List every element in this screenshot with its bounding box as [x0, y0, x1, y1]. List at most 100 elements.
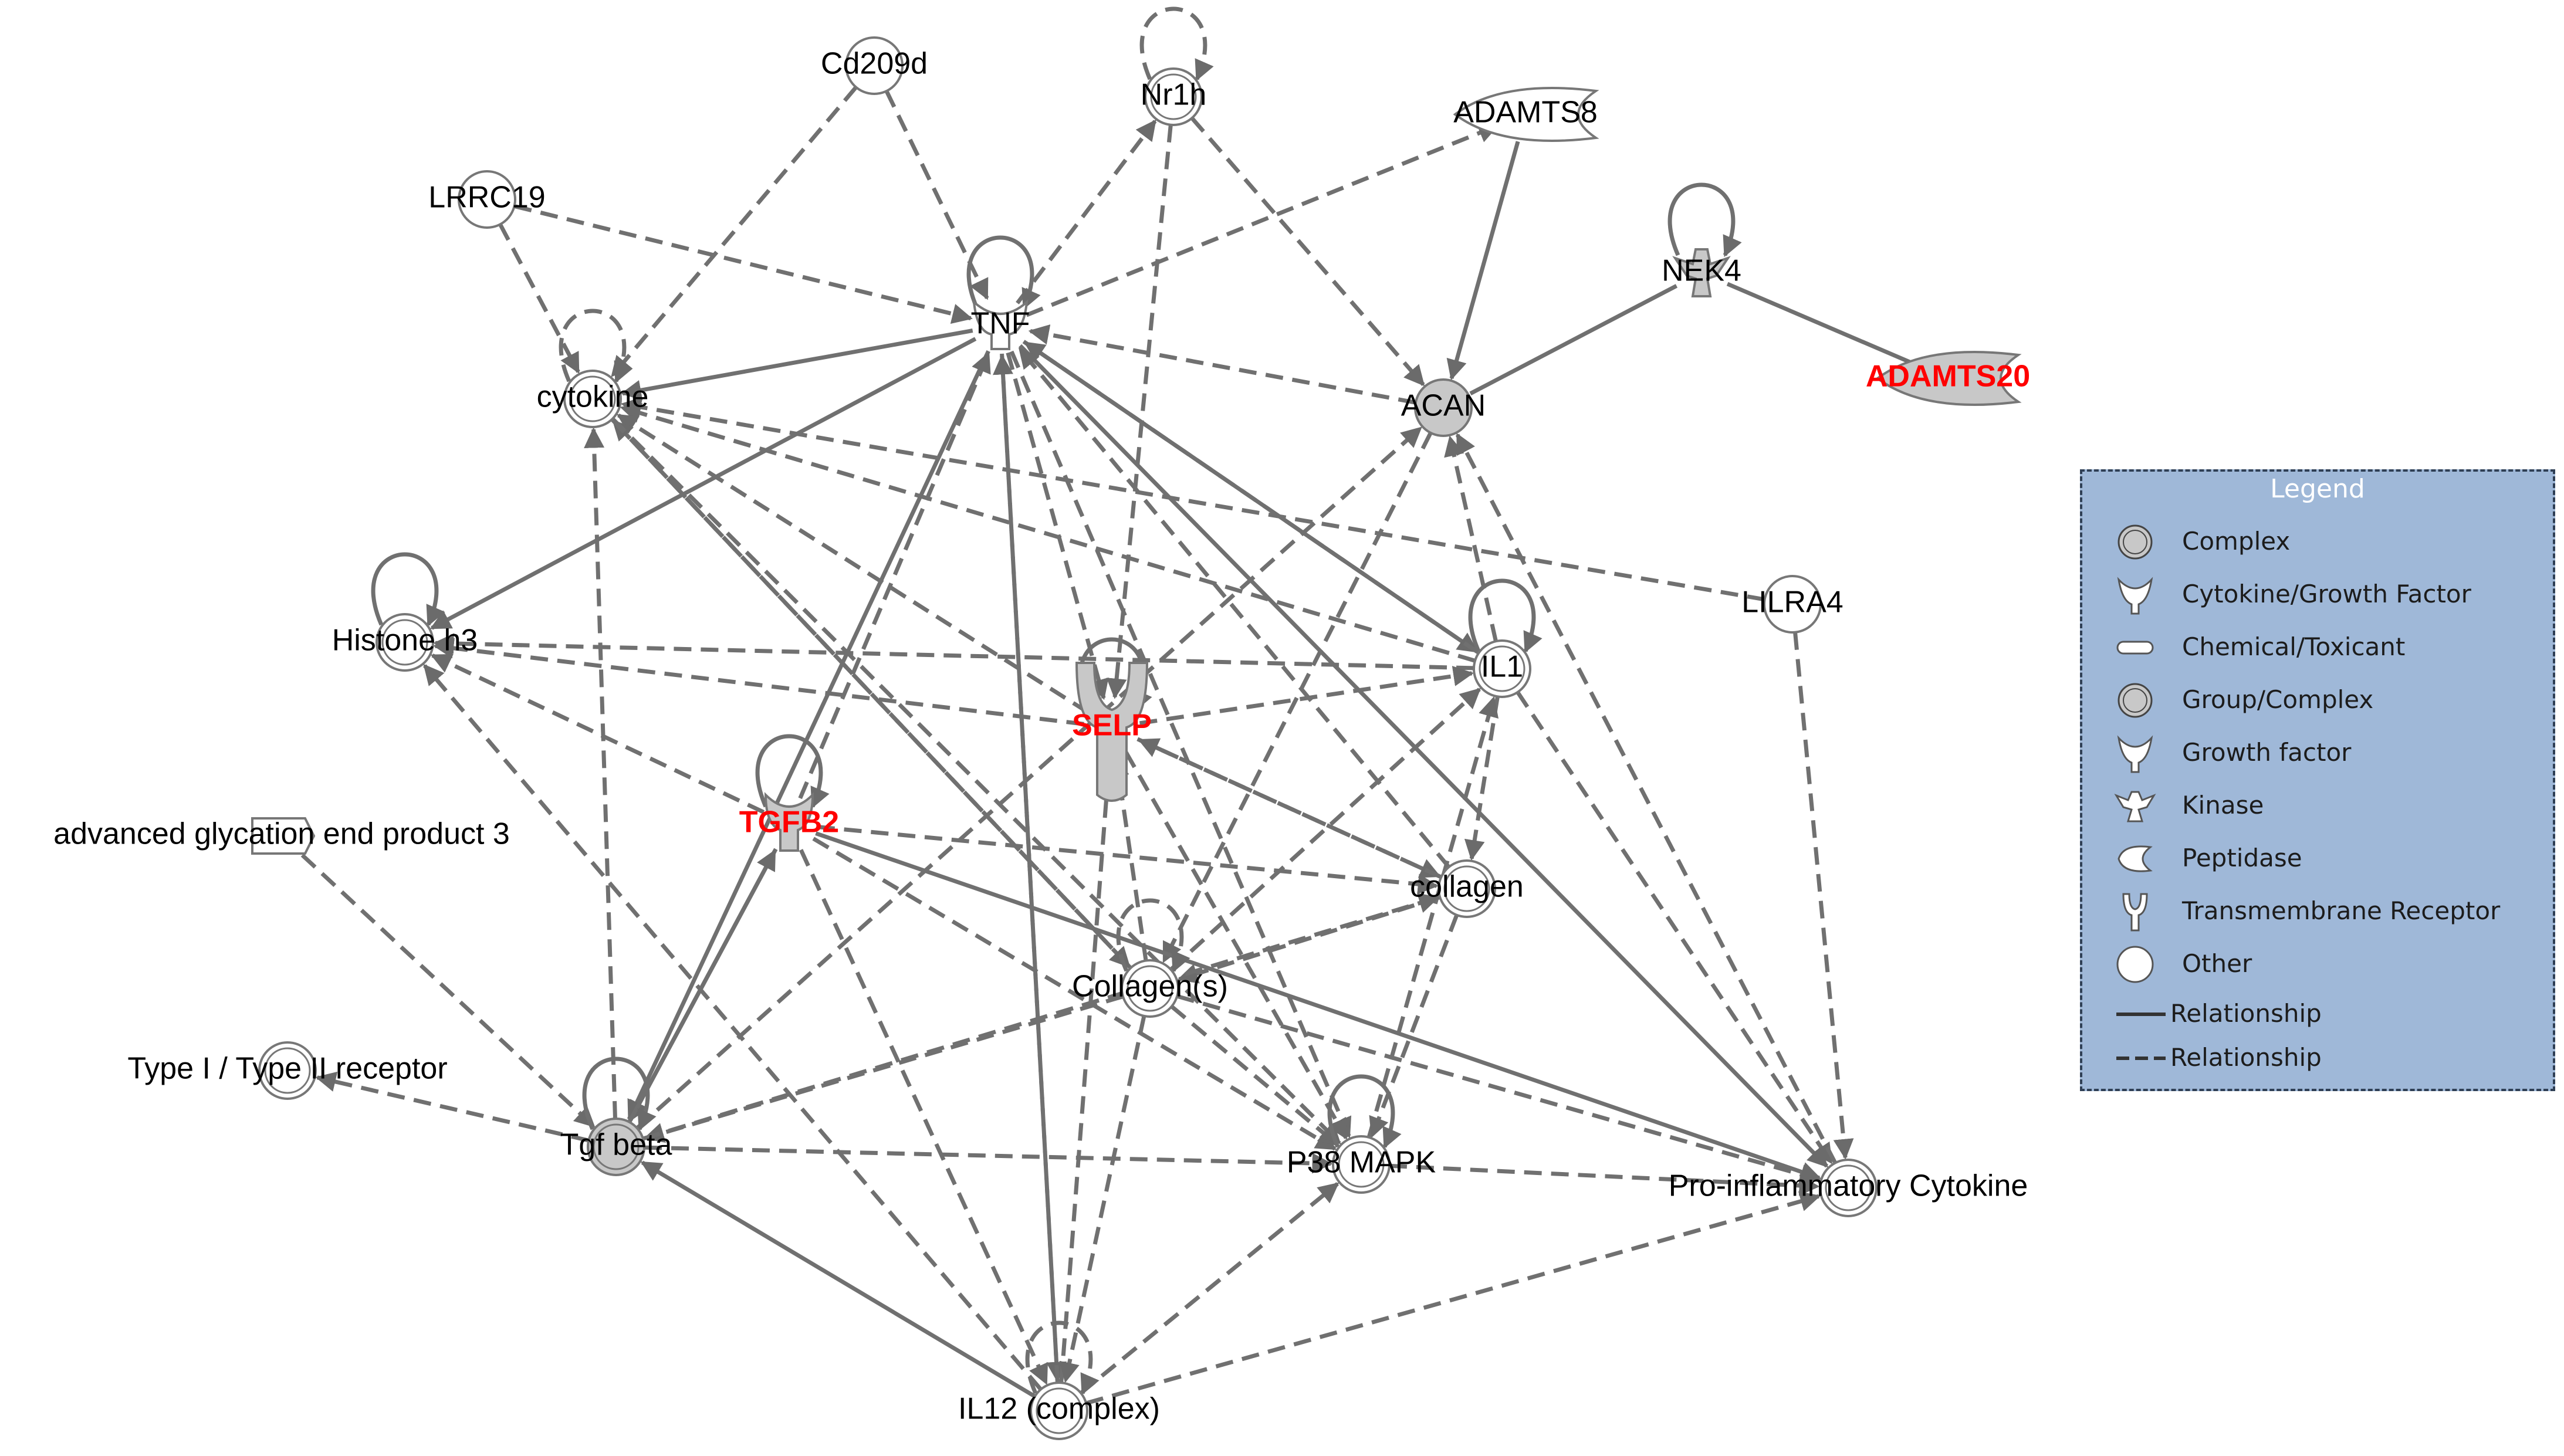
edge-tgfb2-proinfl	[815, 831, 1822, 1182]
legend-item-label: Group/Complex	[2182, 685, 2374, 714]
edge-tnf-proinfl	[1019, 344, 1829, 1168]
edge-tgfbeta-cytokine	[584, 427, 617, 1119]
edge-selp-il1	[1139, 666, 1474, 726]
edge-age3-tgfbeta	[300, 854, 596, 1128]
edge-il12-tnf	[993, 354, 1060, 1383]
legend-panel: Legend Complex Cytokine/Growth Factor Ch…	[2080, 469, 2555, 1091]
legend-item-label: Complex	[2182, 527, 2291, 556]
edge-il1-histone	[433, 633, 1474, 671]
legend-item-transmembrane-receptor: Transmembrane Receptor	[2082, 888, 2553, 935]
node-label-il1: IL1	[1481, 650, 1523, 684]
node-cd209d[interactable]	[845, 36, 904, 95]
legend-item-label: Kinase	[2182, 791, 2264, 820]
node-tnf[interactable]	[972, 299, 1029, 350]
self-loop-nek4	[1667, 182, 1742, 258]
other-icon	[2116, 946, 2154, 983]
node-label-tgfb2: TGFB2	[739, 805, 839, 839]
node-collagen[interactable]	[1437, 859, 1496, 918]
edge-tgfb2-p38	[812, 837, 1337, 1151]
legend-relationship-dashed: Relationship	[2082, 1035, 2553, 1082]
edge-tgfb2-tnf	[798, 351, 991, 800]
complex-icon	[2118, 524, 2153, 560]
peptidase-icon	[2118, 845, 2153, 872]
edge-tnf-selp	[1006, 352, 1109, 700]
edge-il1-collagen	[1464, 696, 1500, 861]
edge-collagens-il12	[1059, 1015, 1146, 1383]
edge-selp-p38	[1124, 750, 1348, 1140]
node-il1[interactable]	[1473, 639, 1531, 698]
node-cytokine[interactable]	[563, 370, 622, 428]
self-loop-nr1h	[1139, 6, 1214, 82]
edge-tnf-histone	[429, 337, 977, 630]
node-label-collagen: collagen	[1410, 870, 1524, 904]
node-proinfl[interactable]	[1819, 1159, 1878, 1217]
self-loop-tgfbeta	[582, 1057, 657, 1132]
node-label-histone: Histone h3	[332, 624, 478, 658]
edge-collagen-selp	[1138, 738, 1442, 879]
edge-tnf-p38	[1009, 350, 1352, 1139]
edge-acan-collagens	[1162, 432, 1433, 963]
edge-collagen-tnf	[1018, 347, 1451, 869]
node-collagens[interactable]	[1121, 959, 1179, 1018]
node-label-il12: IL12 (complex)	[958, 1392, 1160, 1426]
edge-tnf-tgfbeta	[627, 350, 990, 1122]
edge-lrrc19-cytokine	[498, 223, 580, 374]
edge-il1-cytokine	[620, 402, 1476, 663]
node-tgfb2[interactable]	[764, 792, 814, 852]
edge-il12-histone	[423, 663, 1043, 1391]
legend-item-other: Other	[2082, 941, 2553, 988]
node-histone[interactable]	[376, 613, 434, 672]
edge-tgfb2-collagen	[817, 825, 1439, 895]
edge-tgfb2-il12	[799, 849, 1048, 1385]
node-nr1h[interactable]	[1144, 67, 1203, 126]
node-label-adamts20: ADAMTS20	[1866, 360, 2030, 394]
edge-tgfbeta-type12	[315, 1071, 590, 1143]
legend-item-chemical-toxicant: Chemical/Toxicant	[2082, 624, 2553, 671]
node-p38[interactable]	[1332, 1135, 1391, 1194]
node-label-age3: advanced glycation end product 3	[53, 817, 510, 851]
node-lilra4[interactable]	[1763, 575, 1822, 634]
node-label-cytokine: cytokine	[537, 380, 649, 414]
kinase-icon	[2114, 791, 2156, 822]
edge-tgfbeta-collagen	[642, 893, 1440, 1141]
edge-adamts8-acan	[1446, 141, 1520, 381]
edge-tnf-nr1h	[1016, 119, 1157, 304]
edge-acan-tnf	[1028, 324, 1416, 405]
legend-item-label: Chemical/Toxicant	[2182, 632, 2406, 661]
node-label-lilra4: LILRA4	[1741, 585, 1843, 619]
edge-tgfb2-histone	[430, 653, 765, 814]
group-complex-icon	[2118, 683, 2153, 718]
self-loop-il12	[1025, 1320, 1100, 1396]
transmembrane-receptor-icon	[2122, 893, 2148, 932]
node-il12[interactable]	[1030, 1381, 1088, 1440]
node-type12[interactable]	[258, 1041, 317, 1100]
edge-cd209d-cytokine	[610, 86, 858, 377]
node-age3[interactable]	[251, 817, 316, 855]
node-label-selp: SELP	[1072, 709, 1152, 743]
edge-collagens-p38	[1170, 1005, 1339, 1147]
cytokine-growth-factor-icon	[2117, 577, 2153, 615]
edge-il12-tgfbeta	[640, 1160, 1036, 1399]
node-label-p38: P38 MAPK	[1287, 1146, 1436, 1180]
node-nek4[interactable]	[1672, 248, 1731, 297]
node-label-nek4: NEK4	[1662, 254, 1741, 288]
legend-relationship-solid: Relationship	[2082, 991, 2553, 1038]
legend-item-label: Other	[2182, 949, 2252, 978]
self-loop-cytokine	[559, 309, 633, 384]
legend-item-peptidase: Peptidase	[2082, 835, 2553, 882]
self-loop-tnf	[966, 235, 1041, 310]
edge-il1-tnf	[1024, 341, 1480, 655]
chemical-toxicant-icon	[2116, 641, 2154, 655]
legend-item-complex: Complex	[2082, 519, 2553, 566]
node-label-tnf: TNF	[970, 307, 1030, 341]
edge-cd209d-tnf	[884, 90, 989, 300]
node-acan[interactable]	[1414, 378, 1473, 437]
node-lrrc19[interactable]	[458, 170, 516, 229]
node-selp[interactable]	[1075, 662, 1149, 802]
node-adamts20[interactable]	[1875, 351, 2022, 406]
node-tgfbeta[interactable]	[587, 1118, 645, 1176]
node-adamts8[interactable]	[1453, 87, 1599, 142]
node-label-proinfl: Pro-inflammatory Cytokine	[1669, 1169, 2028, 1203]
legend-item-label: Cytokine/Growth Factor	[2182, 580, 2471, 608]
edge-proinfl-acan	[1455, 433, 1838, 1164]
